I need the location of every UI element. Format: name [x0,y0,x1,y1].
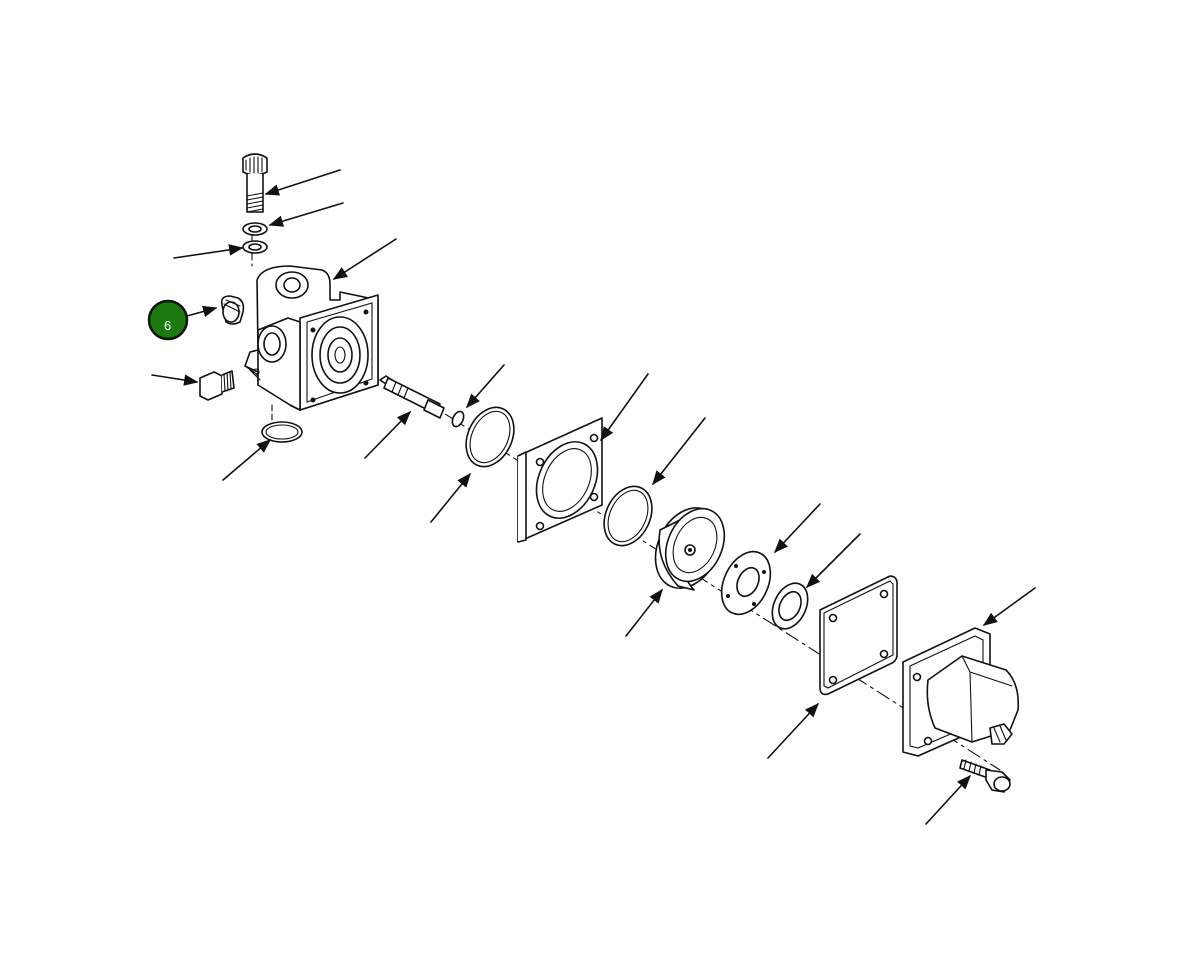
small-o-ring-part[interactable] [450,410,466,429]
large-o-ring-1-part[interactable] [457,400,523,475]
shaft-part[interactable] [379,375,445,419]
leader-lines [151,169,1036,825]
callout-6-label: 6 [164,318,171,333]
adapter-plate-part[interactable] [517,417,609,543]
housing-part[interactable] [244,265,379,411]
gasket-part[interactable] [819,575,898,696]
large-o-ring-2-part[interactable] [595,479,661,554]
o-ring-bottom-part[interactable] [261,421,303,443]
callout-6-circle[interactable] [147,299,189,341]
retainer-plate-part[interactable] [712,544,780,622]
callout-6[interactable]: 6 [147,299,189,341]
drain-plug-part[interactable] [199,370,235,401]
cover-part[interactable] [902,627,1020,757]
lockwasher-part[interactable] [242,222,268,236]
plug-part[interactable] [220,295,245,325]
seal-washer-part[interactable] [765,577,814,634]
piston-part[interactable] [643,497,735,598]
fitting-part[interactable] [959,759,1011,793]
washer-part[interactable] [242,240,268,254]
capscrew-part[interactable] [242,153,268,213]
